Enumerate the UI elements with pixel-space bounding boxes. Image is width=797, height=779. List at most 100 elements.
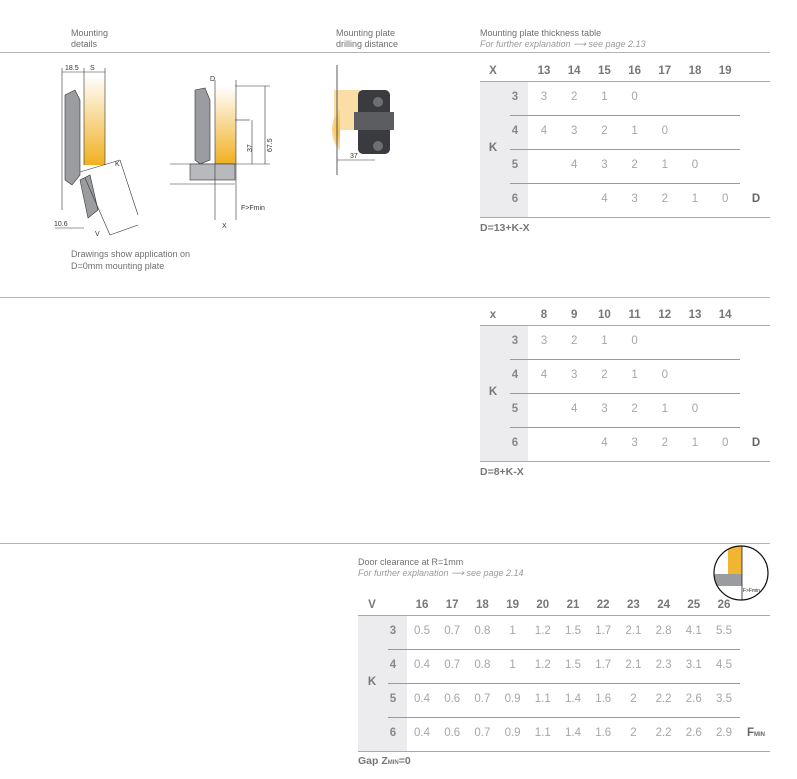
- mounting-plate-drawing: 37: [334, 65, 394, 175]
- column-header: 16: [628, 65, 641, 77]
- column-header: 14: [567, 65, 581, 77]
- corner-label: x: [489, 309, 497, 321]
- dim-37: 37: [247, 144, 254, 152]
- row-divider: [510, 183, 740, 184]
- column-header: 13: [537, 65, 551, 77]
- table-cell: 2: [631, 159, 638, 171]
- row-k-value: 5: [511, 159, 519, 171]
- table-cell: 0: [631, 335, 638, 347]
- dim-k: K: [115, 161, 120, 168]
- table-bottom-line: [480, 461, 770, 462]
- table-cell: 0.9: [504, 693, 521, 705]
- table-cell: 1: [661, 403, 668, 415]
- table-cell: 2: [661, 193, 668, 205]
- table-subtitle: For further explanation ⟶ see page 2.14: [358, 568, 524, 578]
- column-header: 18: [475, 599, 489, 611]
- table-cell: 3: [570, 125, 578, 137]
- table-cell: 0.4: [414, 659, 430, 671]
- dim-18-5: 18.5: [65, 65, 79, 72]
- table-cell: 3: [601, 403, 608, 415]
- inset-label: F>Fmin: [743, 588, 760, 594]
- table-cell: 0.8: [474, 625, 491, 637]
- row-k-value: 6: [511, 437, 519, 449]
- column-header: 19: [718, 65, 732, 77]
- row-axis-label: K: [488, 142, 498, 154]
- dim-d: D: [210, 76, 215, 83]
- corner-label: V: [368, 599, 376, 611]
- result-label: D: [751, 193, 761, 205]
- table-cell: 1: [509, 659, 516, 671]
- row-k-value: 5: [511, 403, 519, 415]
- heading-line: Mounting plate: [336, 28, 396, 38]
- row-k-value: 6: [511, 193, 519, 205]
- table1-heading: Mounting plate thickness table For furth…: [480, 28, 646, 50]
- row-divider: [510, 149, 740, 150]
- table-cell: 4: [540, 369, 548, 381]
- table-title: Mounting plate thickness table: [480, 28, 602, 38]
- formula: Gap ZMIN=0: [358, 755, 411, 767]
- table-cell: 0: [691, 159, 699, 171]
- column-header: 17: [445, 599, 459, 611]
- column-header: 8: [540, 309, 548, 321]
- table-cell: 1.7: [595, 659, 612, 671]
- table-cell: 0.7: [474, 727, 491, 739]
- table-cell: 1.1: [534, 727, 551, 739]
- table-title: Door clearance at R=1mm: [358, 557, 464, 567]
- table-cell: 1: [691, 437, 699, 449]
- column-header: 23: [626, 599, 640, 611]
- table-cell: 0: [661, 125, 668, 137]
- column-header: 18: [688, 65, 702, 77]
- table-cell: 2.6: [685, 727, 702, 739]
- table-cell: 5.5: [716, 625, 732, 637]
- section-divider: [0, 297, 770, 298]
- column-header: 26: [717, 599, 731, 611]
- table-cell: 2: [601, 369, 608, 381]
- table-cell: 2: [631, 403, 638, 415]
- dim-s: S: [90, 65, 95, 72]
- table-cell: 0.7: [444, 625, 461, 637]
- section-divider: [0, 543, 770, 544]
- column-header: 13: [688, 309, 702, 321]
- table-cell: 0.4: [414, 727, 430, 739]
- drawing-note: Drawings show application on D=0mm mount…: [71, 248, 190, 272]
- column-header: 21: [566, 599, 580, 611]
- column-header: 19: [506, 599, 519, 611]
- row-k-value: 3: [511, 91, 519, 103]
- note-line: D=0mm mounting plate: [71, 261, 165, 271]
- table-cell: 3: [570, 369, 578, 381]
- column-header: 20: [536, 599, 550, 611]
- table-cell: 4: [601, 193, 608, 205]
- dim-10-6: 10.6: [54, 221, 68, 228]
- note-line: Drawings show application on: [71, 249, 191, 259]
- dim-v: V: [95, 231, 100, 238]
- row-divider: [510, 427, 740, 428]
- hinge-open-drawing: [55, 68, 139, 236]
- table-cell: 0: [661, 369, 668, 381]
- table-cell: 0.7: [444, 659, 461, 671]
- hinge-drawings: 18.5 S K 10.6 V D 67.5 37 F>Fmin X: [54, 65, 340, 238]
- table-cell: 2.9: [716, 727, 732, 739]
- table-cell: 0.8: [474, 659, 491, 671]
- table-cell: 2.6: [685, 693, 702, 705]
- row-axis-label: K: [367, 676, 377, 688]
- table-cell: 3: [540, 91, 548, 103]
- row-k-value: 4: [389, 659, 397, 671]
- table-bottom-line: [358, 751, 770, 752]
- table-cell: 3: [601, 159, 608, 171]
- table-cell: 2: [570, 335, 578, 347]
- column-header: 12: [658, 309, 672, 321]
- table-cell: 2.1: [625, 659, 642, 671]
- column-header: 16: [415, 599, 429, 611]
- table-cell: 1: [661, 159, 668, 171]
- table-cell: 2.3: [655, 659, 672, 671]
- row-axis-label: K: [488, 386, 498, 398]
- row-divider: [388, 683, 740, 684]
- dim-f-fmin: F>Fmin: [241, 205, 265, 212]
- table-cell: 3: [631, 437, 638, 449]
- table-cell: 0.9: [504, 727, 521, 739]
- table-cell: 4: [601, 437, 608, 449]
- row-k-value: 3: [511, 335, 519, 347]
- dim-drill-37: 37: [350, 153, 358, 160]
- dim-67-5: 67.5: [267, 138, 274, 152]
- table-cell: 0.4: [414, 693, 430, 705]
